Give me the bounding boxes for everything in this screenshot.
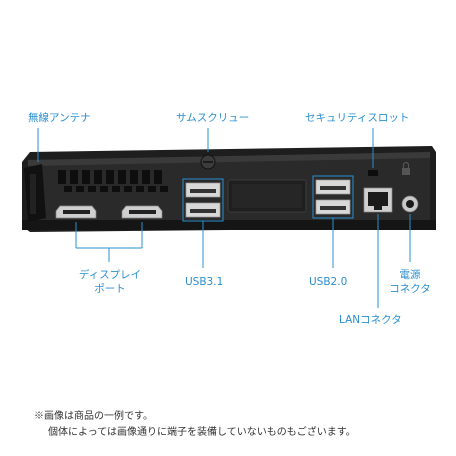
label-usb20: USB2.0	[309, 276, 348, 288]
label-power-line1: 電源	[399, 269, 421, 281]
footnote-line2: 個体によっては画像通りに端子を装備していないものもございます。	[48, 427, 356, 438]
label-power-line2: コネクタ	[389, 283, 431, 295]
expansion-cover	[227, 179, 307, 213]
label-usb31: USB3.1	[185, 276, 224, 288]
label-wireless-antenna: 無線アンテナ	[28, 112, 91, 124]
label-lan-connector: LANコネクタ	[339, 314, 402, 326]
label-security-slot: セキュリティスロット	[305, 112, 410, 124]
usb20-port-top	[315, 179, 351, 195]
display-port-1	[55, 205, 97, 219]
label-power-connector: 電源 コネクタ	[385, 268, 435, 296]
usb31-port-top	[185, 182, 221, 198]
label-thumbscrew: サムスクリュー	[176, 112, 250, 124]
usb20-port-bottom	[315, 199, 351, 215]
wireless-antenna	[24, 164, 46, 222]
callout-lines	[37, 128, 411, 308]
label-display-port-line1: ディスプレイ	[78, 269, 142, 281]
security-slot	[368, 170, 378, 176]
thumbscrew	[200, 154, 216, 170]
usb31-port-bottom	[185, 202, 221, 218]
footnote-line1: ※画像は商品の一例です。	[34, 411, 153, 422]
display-port-2	[121, 205, 163, 219]
power-connector	[401, 195, 419, 213]
lock-icon	[402, 161, 410, 175]
label-display-port-line2: ポート	[94, 283, 126, 295]
label-display-port: ディスプレイ ポート	[70, 268, 150, 296]
vent-grille	[58, 170, 168, 192]
lan-port	[363, 187, 393, 213]
